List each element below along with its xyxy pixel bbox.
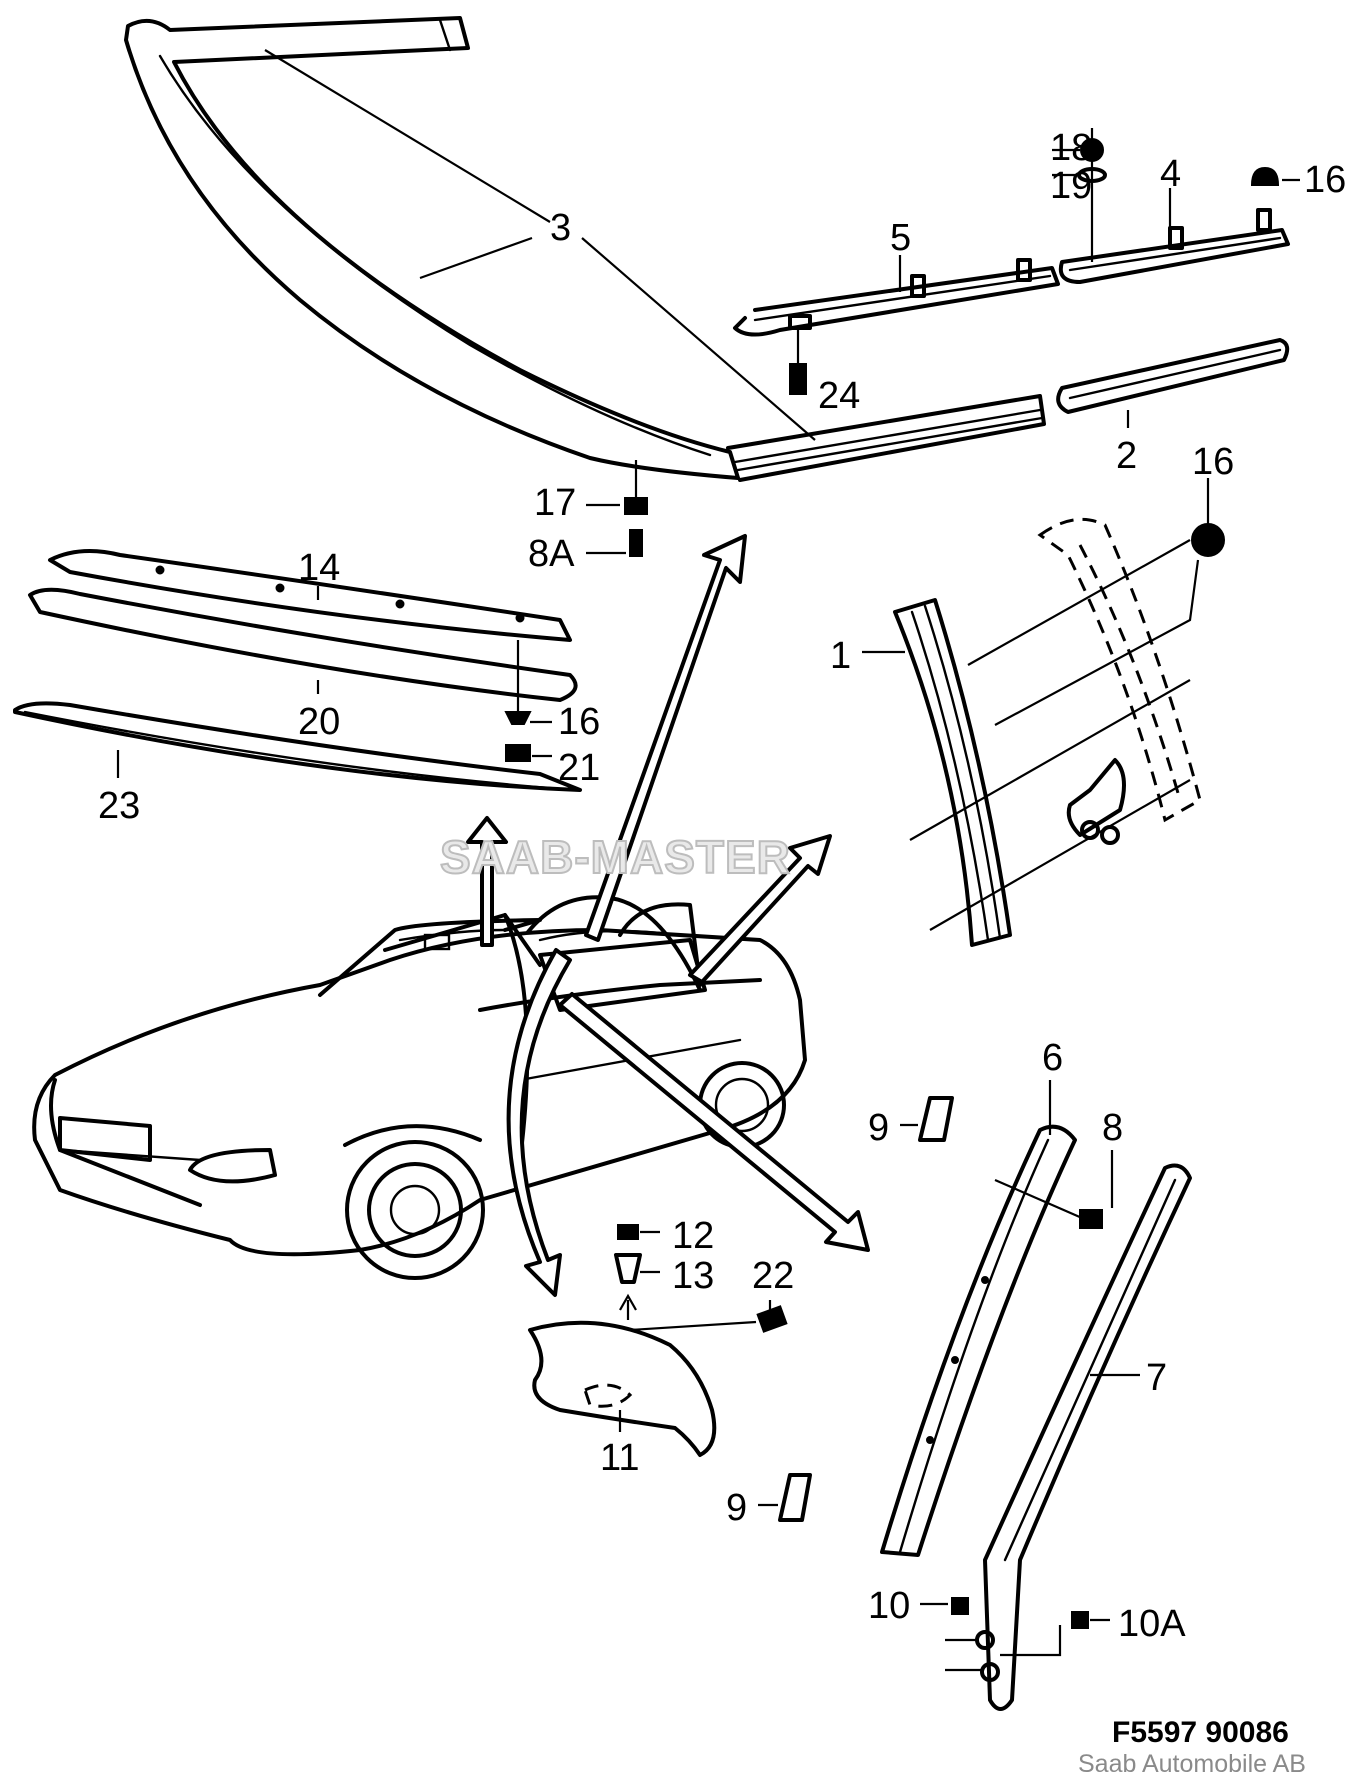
leader-3a xyxy=(264,49,551,223)
callout-2: 2 xyxy=(1116,435,1137,477)
ref-line-b xyxy=(929,779,1191,931)
fastener-23-washer xyxy=(1077,167,1107,183)
leader-20-line xyxy=(629,1320,757,1332)
arrow-to-pillar xyxy=(558,992,870,1252)
car-illustration xyxy=(32,895,807,1280)
callout-7: 6 xyxy=(1042,1037,1063,1079)
callout-8: 8 xyxy=(1102,1107,1123,1149)
arrow-to-frame xyxy=(584,534,747,942)
fastener-19 xyxy=(505,744,552,762)
callout-14: 14 xyxy=(298,547,340,589)
fastener-16-nut-right xyxy=(1191,478,1225,557)
drawing-code: F5597 90086 xyxy=(1112,1716,1289,1749)
part-7-pillar xyxy=(880,1124,1077,1557)
callout-17: 17 xyxy=(534,482,576,524)
part-6-pillar xyxy=(975,1163,1192,1711)
part-18-strip xyxy=(28,587,578,702)
credit-text: Saab Automobile AB xyxy=(1078,1750,1306,1778)
fastener-20 xyxy=(756,1300,788,1333)
fastener-12 xyxy=(614,1253,660,1284)
callout-9-upper: 9 xyxy=(868,1107,889,1149)
fastener-15 xyxy=(504,640,552,725)
callout-18: 20 xyxy=(298,701,340,743)
callout-20: 22 xyxy=(752,1255,794,1297)
callout-4: 4 xyxy=(1160,153,1181,195)
fastener-16-cap-top xyxy=(1250,166,1300,186)
callout-13: 12 xyxy=(672,1215,714,1257)
callout-10: 10 xyxy=(868,1585,910,1627)
part-9-clip-lower xyxy=(758,1473,812,1522)
leader-16a xyxy=(967,539,1191,666)
callout-16-top: 16 xyxy=(1304,159,1346,201)
arrow-12 xyxy=(619,1293,637,1320)
part-21-strip xyxy=(13,701,582,792)
part-14-strip xyxy=(48,549,572,642)
callout-15: 16 xyxy=(558,701,600,743)
callout-22: 18 xyxy=(1050,127,1092,169)
part-11-cover xyxy=(528,1320,717,1457)
fastener-24-bolt xyxy=(789,330,807,395)
part-1-assembly-outline xyxy=(1037,517,1202,845)
leader-16b xyxy=(994,559,1200,726)
ref-line-a xyxy=(909,679,1191,841)
callout-1: 1 xyxy=(830,635,851,677)
part-5-bracket xyxy=(733,258,1060,337)
callout-3: 3 xyxy=(550,207,571,249)
callout-21: 23 xyxy=(98,785,140,827)
callout-10a: 10A xyxy=(1118,1603,1186,1645)
part-1-rail xyxy=(893,598,1012,947)
watermark: SAAB-MASTER xyxy=(440,831,791,883)
callout-16-right: 16 xyxy=(1192,441,1234,483)
leader-3c xyxy=(581,237,816,441)
fastener-13 xyxy=(617,1224,660,1240)
leader-3b xyxy=(419,236,533,280)
fastener-8a xyxy=(586,529,643,557)
fastener-10a xyxy=(1000,1611,1110,1657)
fastener-10 xyxy=(920,1597,982,1672)
callout-12: 13 xyxy=(672,1255,714,1297)
arrow-to-rail xyxy=(688,834,832,984)
fastener-8 xyxy=(994,1150,1114,1229)
callout-23: 19 xyxy=(1050,165,1092,207)
part-9-clip-upper xyxy=(900,1096,954,1142)
callout-9-lower: 9 xyxy=(726,1487,747,1529)
callout-24: 24 xyxy=(818,375,860,417)
fastener-22-nut xyxy=(1080,128,1104,262)
part-4-bracket xyxy=(1058,208,1290,284)
callout-8a: 8A xyxy=(528,533,575,575)
callout-19: 21 xyxy=(558,747,600,789)
part-3-windshield-frame xyxy=(124,16,1046,482)
callout-6: 7 xyxy=(1146,1357,1167,1399)
callout-5: 5 xyxy=(890,217,911,259)
fastener-17 xyxy=(586,460,648,515)
part-2-rail xyxy=(1056,338,1290,414)
arrow-to-cover xyxy=(506,948,572,1297)
arrow-to-trim xyxy=(466,816,508,947)
callout-11: 11 xyxy=(600,1437,639,1479)
